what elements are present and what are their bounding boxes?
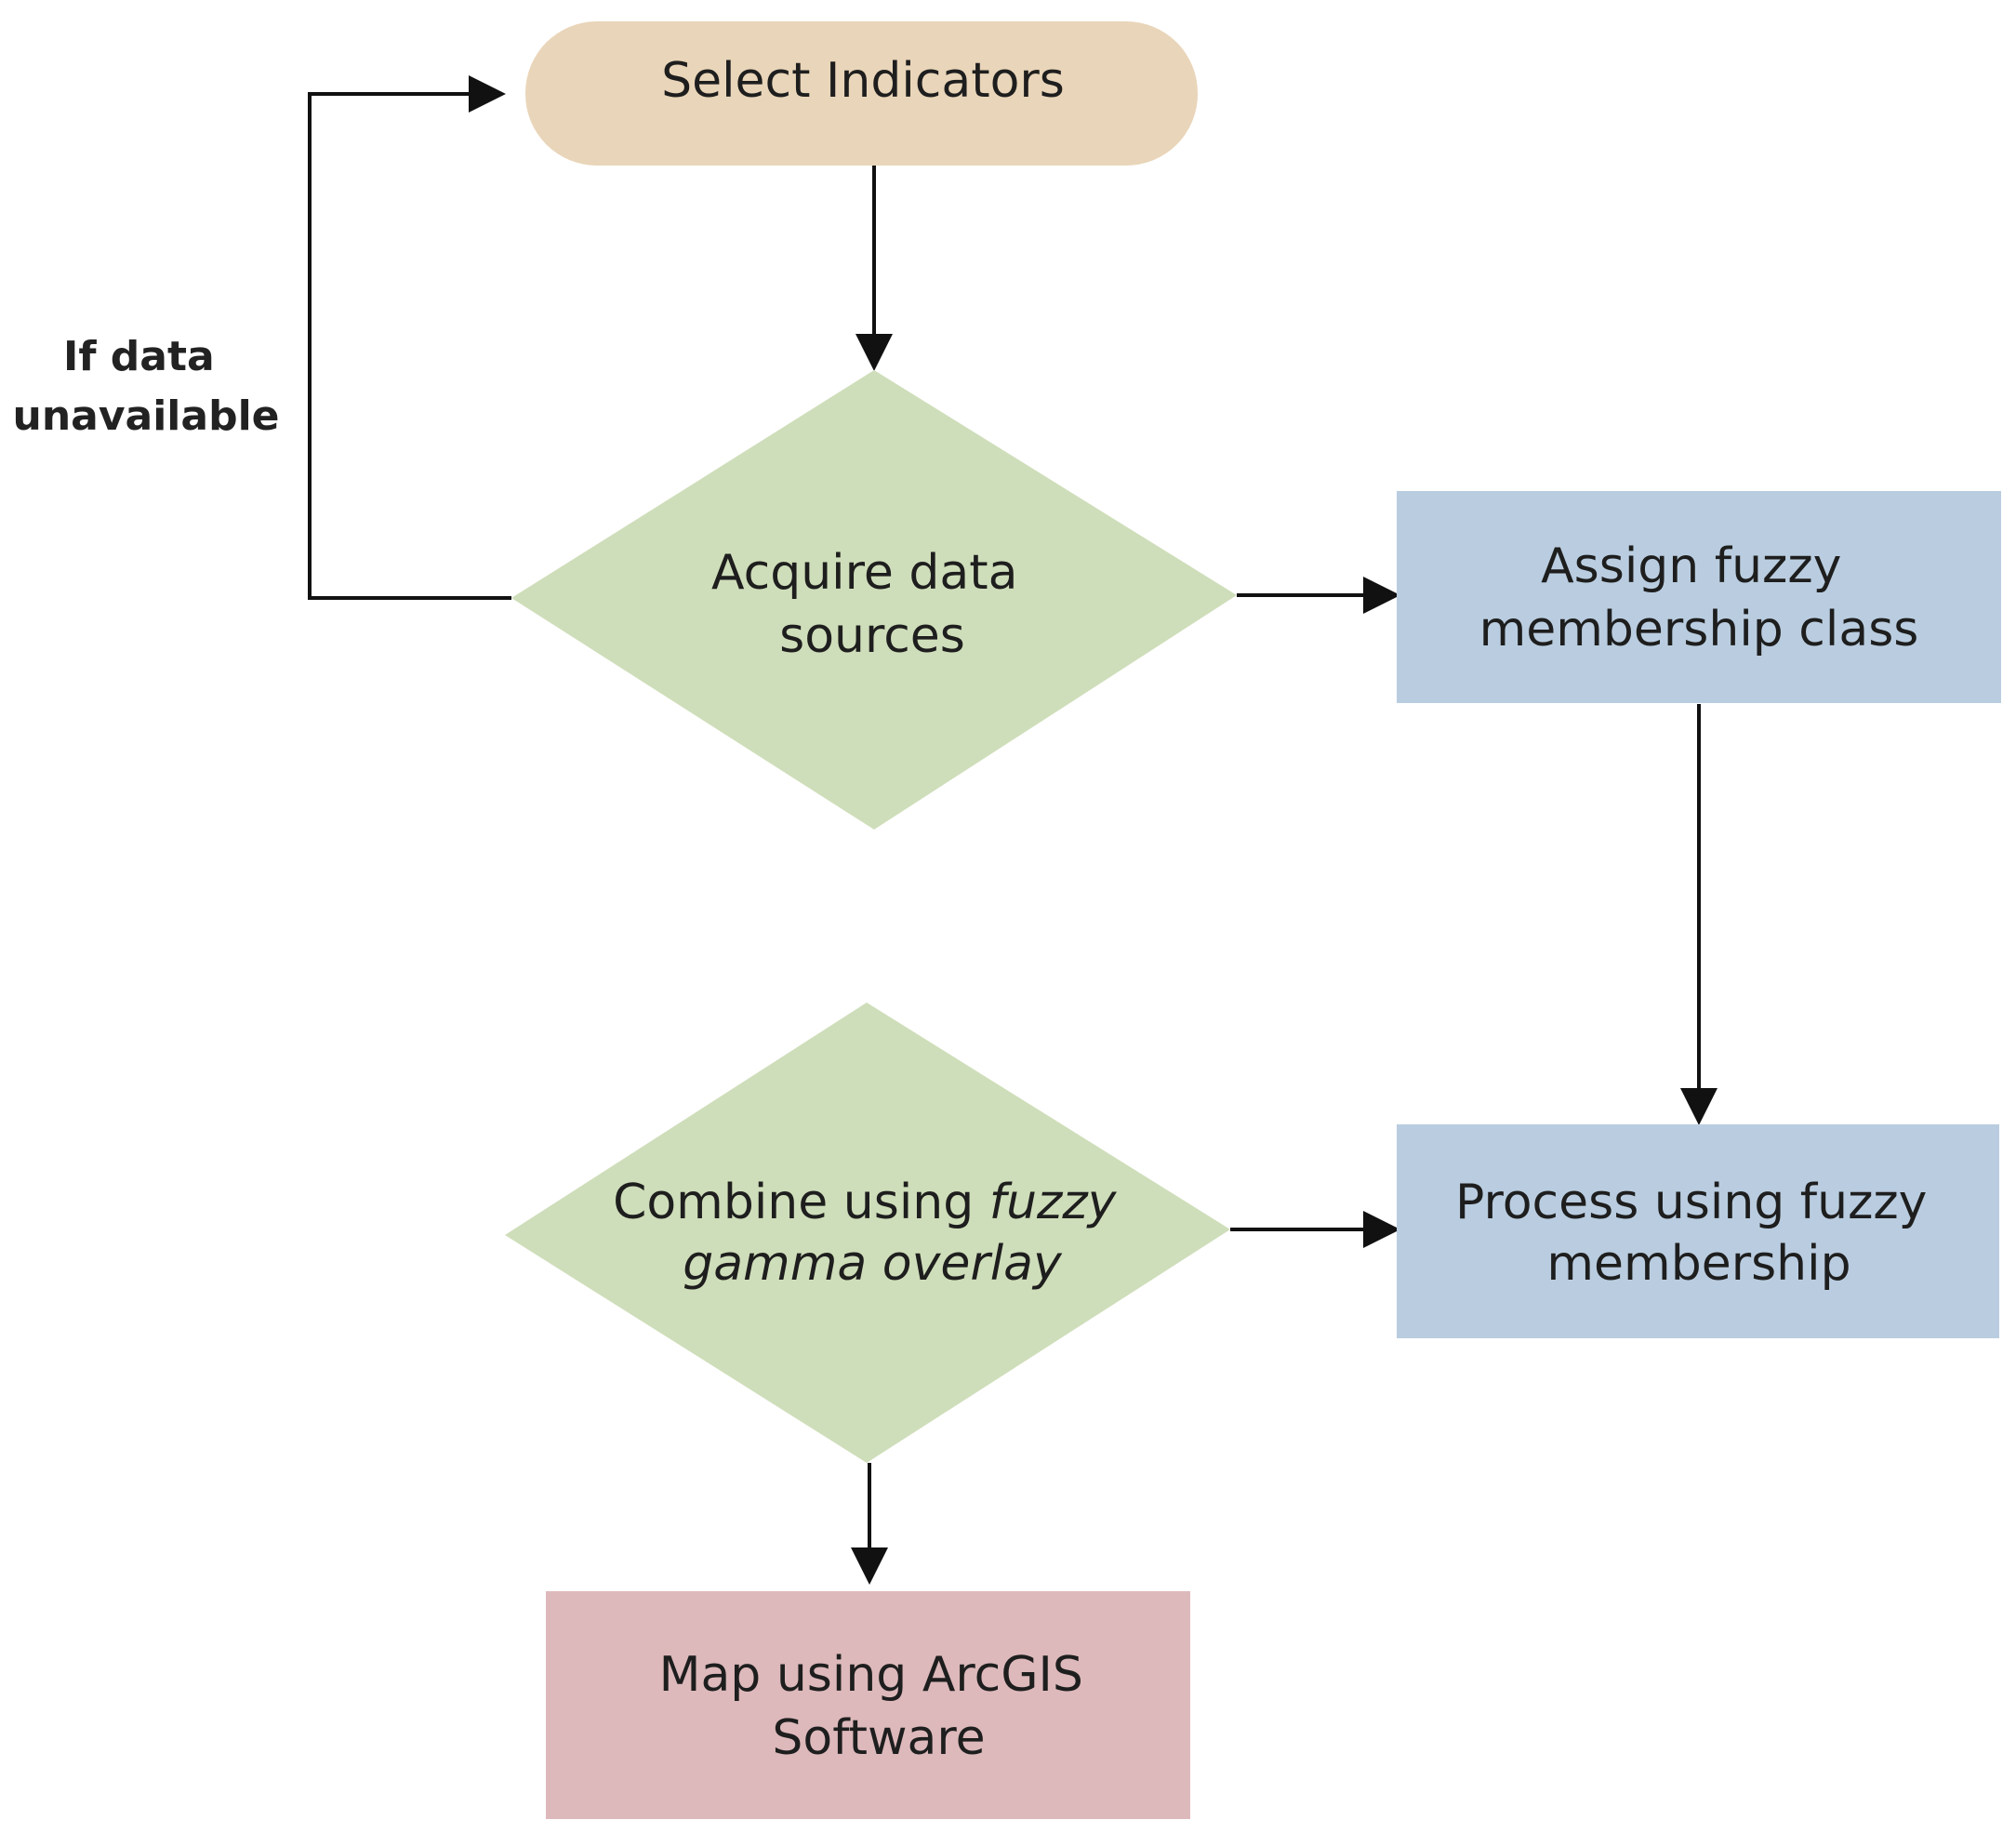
- combine-gamma-line2: gamma overlay: [683, 1236, 1063, 1292]
- assign-fuzzy-shape: [1397, 491, 2001, 703]
- acquire-data-sources-line2: sources: [779, 608, 965, 664]
- process-fuzzy-shape: [1397, 1124, 1999, 1338]
- process-fuzzy-line1: Process using fuzzy: [1455, 1175, 1927, 1230]
- select-indicators-label: Select Indicators: [661, 53, 1065, 109]
- edge-label-data-unavailable: If data unavailable: [13, 333, 280, 440]
- acquire-data-sources-shape: [511, 370, 1237, 830]
- node-map-using-arcgis: Map using ArcGIS Software: [546, 1591, 1190, 1819]
- assign-fuzzy-label: Assign fuzzy membership class: [1479, 538, 1919, 657]
- process-fuzzy-label: Process using fuzzy membership: [1455, 1175, 1943, 1292]
- node-combine-fuzzy-gamma-overlay: Combine using fuzzy gamma overlay: [505, 1003, 1230, 1463]
- combine-gamma-line1-plain: Combine using: [613, 1175, 989, 1230]
- arrow-loop-data-unavailable: [308, 75, 511, 600]
- map-arcgis-line2: Software: [772, 1710, 985, 1766]
- map-arcgis-shape: [546, 1591, 1190, 1819]
- node-process-using-fuzzy-membership: Process using fuzzy membership: [1397, 1124, 1999, 1338]
- assign-fuzzy-line1: Assign fuzzy: [1541, 538, 1841, 594]
- acquire-data-sources-label: Acquire data sources: [711, 545, 1033, 664]
- node-assign-fuzzy-membership-class: Assign fuzzy membership class: [1397, 491, 2001, 703]
- select-indicators-shape: [525, 21, 1198, 166]
- edge-label-line2: unavailable: [13, 392, 280, 440]
- combine-gamma-line1-italic: fuzzy: [989, 1175, 1118, 1230]
- map-arcgis-line1: Map using ArcGIS: [659, 1647, 1083, 1703]
- acquire-data-sources-line1: Acquire data: [711, 545, 1018, 601]
- assign-fuzzy-line2: membership class: [1479, 602, 1919, 657]
- node-acquire-data-sources: Acquire data sources: [511, 370, 1237, 830]
- process-fuzzy-line2: membership: [1546, 1236, 1850, 1292]
- map-arcgis-label: Map using ArcGIS Software: [659, 1647, 1099, 1766]
- node-select-indicators: Select Indicators: [525, 21, 1198, 166]
- edge-label-line1: If data: [63, 333, 215, 380]
- combine-gamma-shape: [505, 1003, 1230, 1463]
- combine-gamma-line1: Combine using fuzzy: [613, 1175, 1132, 1230]
- combine-gamma-label: Combine using fuzzy gamma overlay: [613, 1175, 1132, 1292]
